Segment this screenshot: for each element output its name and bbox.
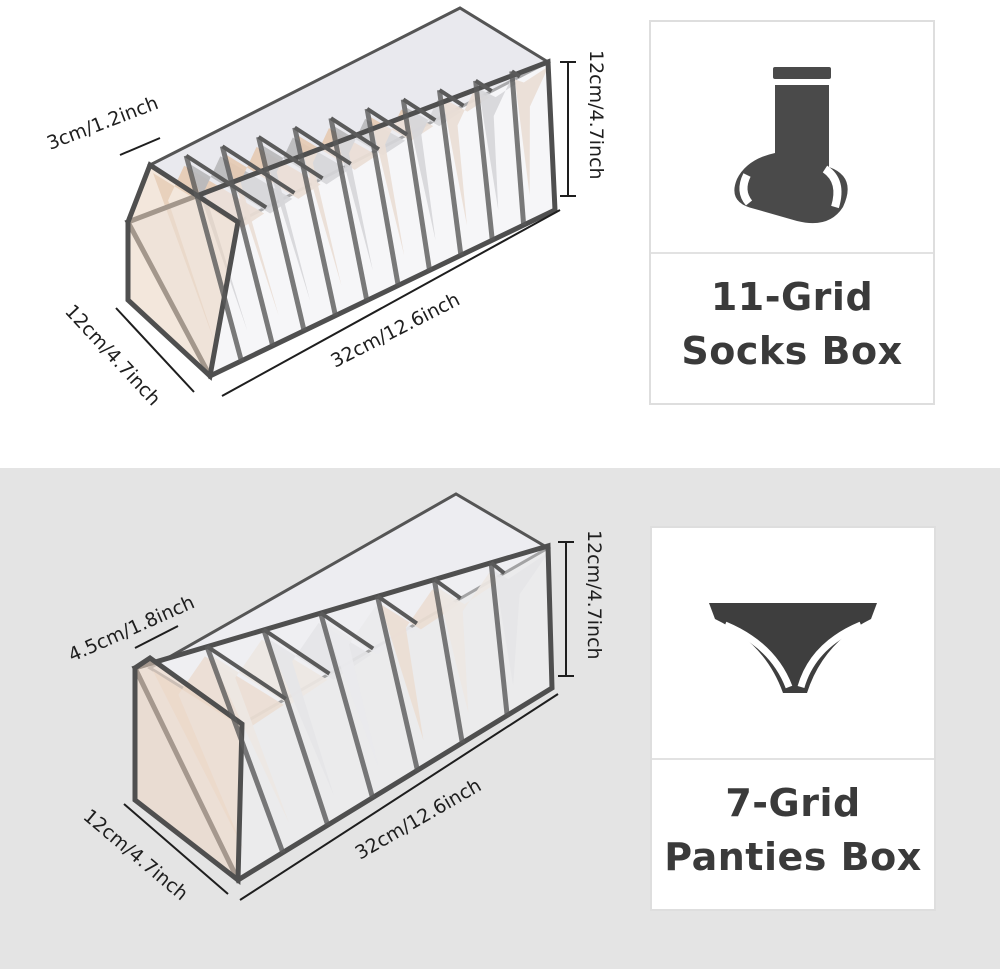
divider-strip [488, 562, 510, 716]
compartment-dividers [183, 69, 527, 362]
divider-strip [364, 108, 401, 286]
divider-top-edge [205, 644, 287, 701]
divider-top-edge [262, 627, 331, 676]
card-title-line2: Panties Box [664, 835, 922, 879]
depth-arrow [123, 803, 229, 895]
card-title-line2: Socks Box [681, 329, 903, 373]
divider-top-edge [474, 79, 493, 93]
compartment-arrow [134, 625, 179, 649]
divider-top-edge [510, 69, 521, 79]
card-divider [652, 758, 934, 760]
card-title-line1: 7-Grid [725, 781, 861, 825]
socks-section: 3cm/1.2inch 12cm/4.7inch 32cm/12.6inch 1… [0, 0, 1000, 468]
socks-box-card: 11-Grid Socks Box [649, 20, 935, 405]
height-dimension: 12cm/4.7inch [585, 50, 607, 180]
divider-top-edge [257, 135, 324, 181]
depth-arrow [115, 307, 195, 393]
divider-strip [204, 645, 286, 854]
panties-section: 4.5cm/1.8inch 12cm/4.7inch 32cm/12.6inch… [0, 468, 1000, 969]
panties-box-card: 7-Grid Panties Box [650, 526, 936, 911]
length-arrow [239, 693, 559, 901]
divider-strip [374, 595, 420, 771]
folded-item [333, 118, 406, 271]
divider-strip [473, 80, 495, 241]
card-title-line1: 11-Grid [710, 275, 874, 319]
divider-strip [400, 99, 433, 271]
card-divider [651, 252, 933, 254]
divider-strip [431, 579, 465, 744]
divider-strip [436, 89, 464, 256]
divider-top-edge [293, 125, 352, 166]
divider-strip [509, 71, 527, 226]
divider-top-edge [319, 611, 375, 651]
divider-strip [219, 145, 276, 347]
divider-top-edge [185, 153, 268, 210]
divider-top-edge [221, 144, 296, 195]
divider-top-edge [402, 97, 437, 122]
length-arrow [221, 209, 561, 397]
sock-icon [651, 42, 933, 252]
compartment-dividers [204, 561, 510, 854]
divider-strip [318, 612, 375, 799]
box-side-panel [132, 654, 245, 886]
panties-box-image: 4.5cm/1.8inch 12cm/4.7inch 32cm/12.6inch… [65, 492, 605, 905]
divider-top-edge [438, 88, 465, 108]
divider-strip [328, 117, 370, 302]
divider-strip [256, 136, 307, 332]
divider-strip [183, 154, 244, 362]
socks-box-image: 3cm/1.2inch 12cm/4.7inch 32cm/12.6inch 1… [44, 6, 607, 410]
divider-strip [261, 628, 331, 826]
divider-top-edge [433, 577, 462, 600]
divider-top-edge [376, 594, 418, 626]
divider-top-edge [366, 107, 409, 137]
compartment-arrow [119, 137, 161, 156]
divider-strip [292, 127, 338, 317]
underwear-icon [652, 538, 934, 758]
divider-top-edge [489, 561, 506, 575]
height-dimension: 12cm/4.7inch [583, 530, 605, 660]
